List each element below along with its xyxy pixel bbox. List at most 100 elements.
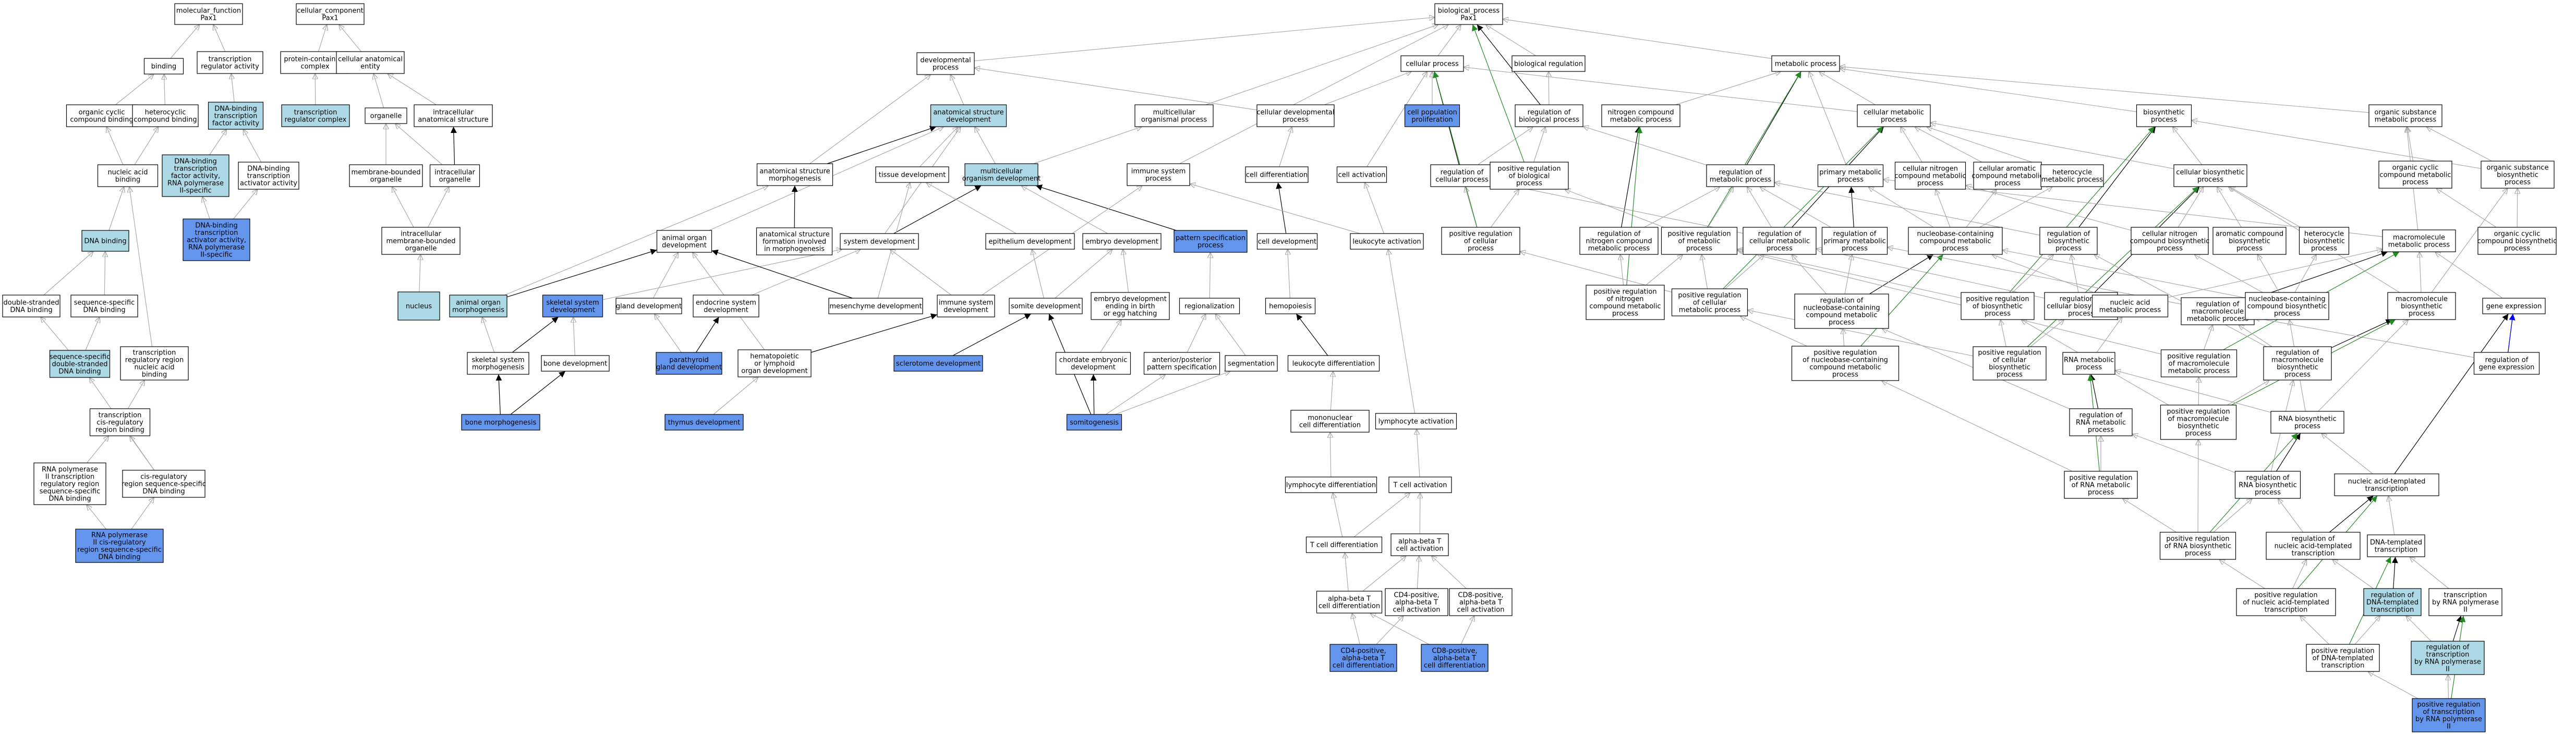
go-term-node-leukact[interactable]: leukocyte activation bbox=[1350, 233, 1424, 250]
go-term-node-celldiff[interactable]: cell differentiation bbox=[1245, 166, 1309, 183]
go-term-node-bonemorph[interactable]: bone morphogenesis bbox=[461, 414, 540, 431]
go-term-node-lymphact[interactable]: lymphocyte activation bbox=[1375, 413, 1457, 430]
go-term-node-geneexp[interactable]: gene expression bbox=[2482, 298, 2546, 314]
go-term-node-metab[interactable]: metabolic process bbox=[1771, 55, 1840, 72]
go-term-node-hemopoiesis[interactable]: hemopoiesis bbox=[1265, 298, 1316, 314]
go-term-node-mesen[interactable]: mesenchyme development bbox=[828, 298, 923, 314]
go-term-node-celldev[interactable]: cell development bbox=[1256, 233, 1318, 250]
go-term-node-bonedev[interactable]: bone development bbox=[541, 355, 610, 372]
go-term-node-cellact[interactable]: cell activation bbox=[1336, 166, 1387, 183]
go-term-node-sysdev[interactable]: system development bbox=[840, 233, 919, 250]
go-term-node-thymus[interactable]: thymus development bbox=[664, 414, 744, 431]
go-term-node-tcellact[interactable]: T cell activation bbox=[1388, 476, 1452, 493]
go-term-node-tcelldiff[interactable]: T cell differentiation bbox=[1305, 536, 1383, 553]
go-term-node-dnab[interactable]: DNA binding bbox=[81, 230, 129, 252]
go-term-node-gland[interactable]: gland development bbox=[615, 298, 682, 314]
go-term-node-segmentation[interactable]: segmentation bbox=[1225, 355, 1278, 372]
go-term-node-lymphdiff[interactable]: lymphocyte differentiation bbox=[1285, 476, 1377, 493]
go-term-node-region[interactable]: regionalization bbox=[1179, 298, 1240, 314]
